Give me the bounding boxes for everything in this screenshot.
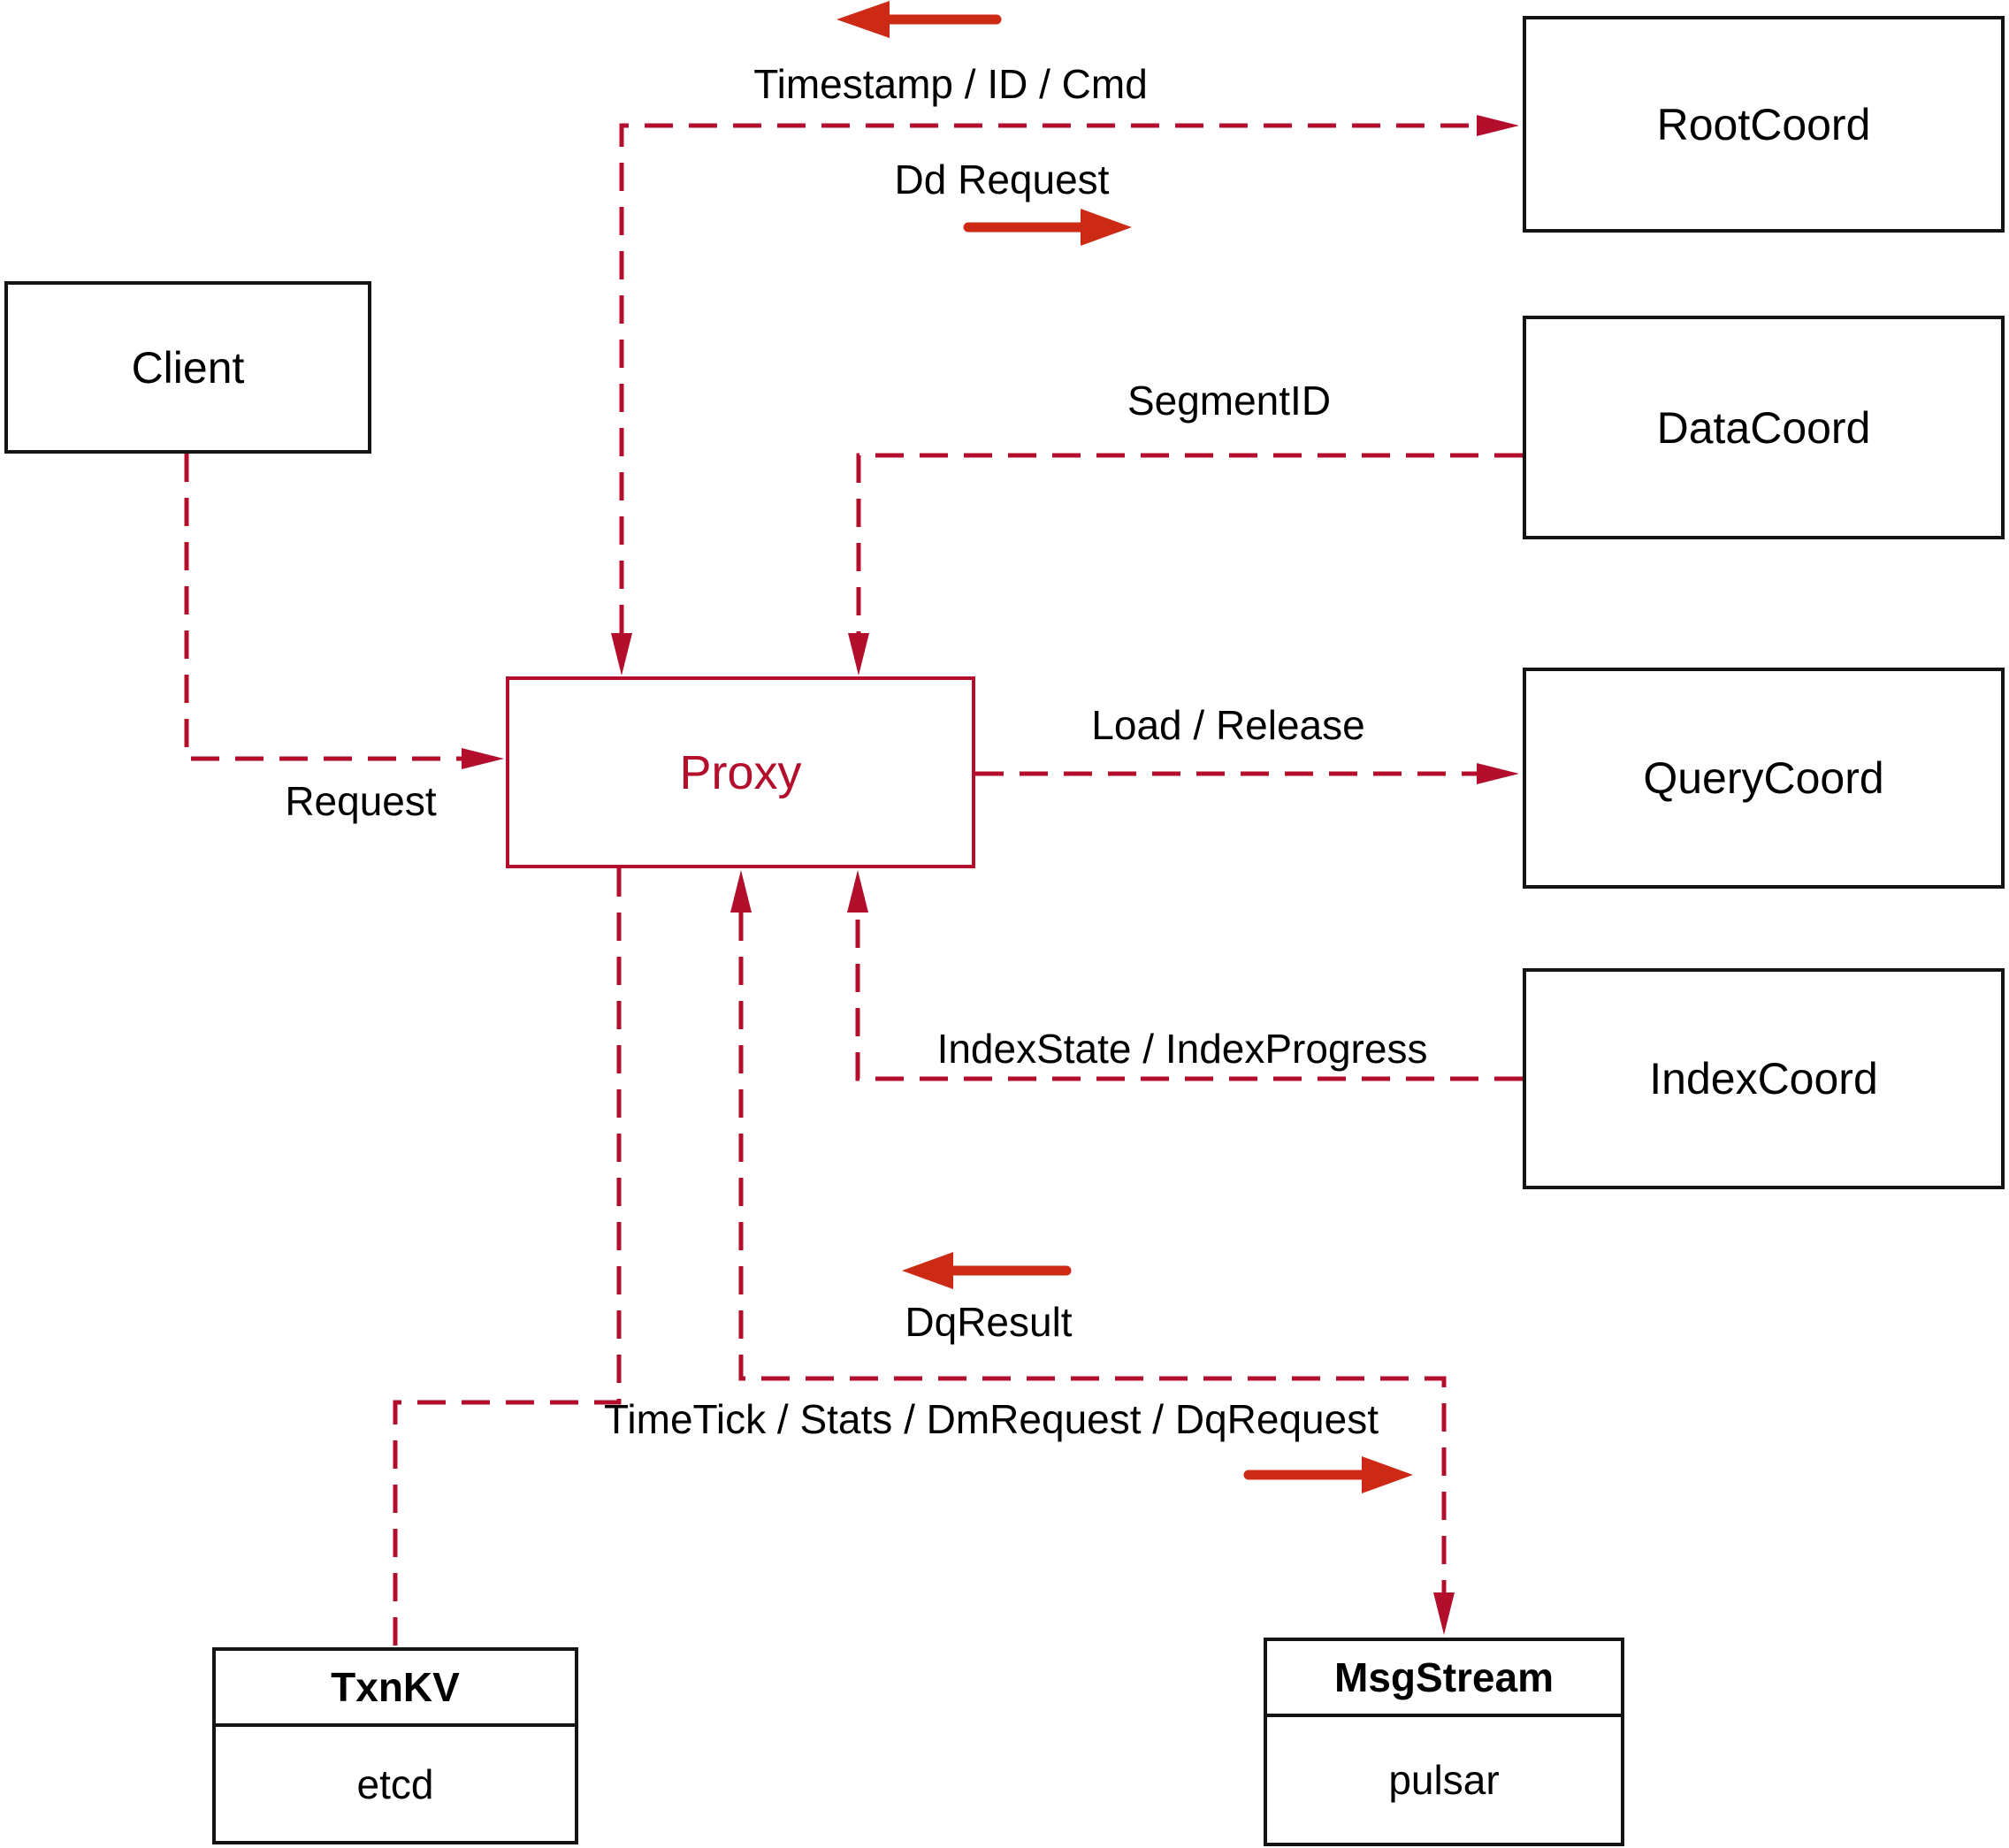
node-indexcoord: IndexCoord	[1523, 968, 2005, 1189]
edge-proxy-rootcoord	[619, 123, 1477, 633]
node-datacoord-label: DataCoord	[1656, 402, 1871, 453]
arrowhead-down-proxy-right	[848, 633, 869, 676]
arrowhead-up-proxy-center	[730, 870, 752, 913]
node-indexcoord-label: IndexCoord	[1649, 1054, 1878, 1103]
arrowhead-into-msgstream	[1433, 1592, 1455, 1635]
node-msgstream-impl: pulsar	[1388, 1757, 1500, 1803]
edge-indexcoord-proxy	[855, 913, 1523, 1081]
edge-label-dqresult: DqResult	[905, 1299, 1073, 1345]
edge-datacoord-proxy	[856, 453, 1523, 633]
node-msgstream: MsgStream pulsar	[1264, 1638, 1624, 1846]
arrow-left-timestamp-icon	[836, 1, 1002, 38]
edge-label-dd-request: Dd Request	[894, 157, 1110, 202]
dashed-arrowheads	[462, 115, 1519, 1635]
node-proxy-label: Proxy	[679, 745, 802, 799]
dashed-connectors	[184, 123, 1523, 1647]
arrowhead-into-querycoord	[1477, 763, 1519, 784]
solid-direction-arrows	[836, 1, 1413, 1493]
node-querycoord-label: QueryCoord	[1643, 753, 1884, 803]
edge-proxy-msgstream	[738, 913, 1447, 1592]
node-rootcoord-label: RootCoord	[1656, 99, 1871, 149]
node-client: Client	[4, 281, 371, 454]
edge-label-timestamp-id-cmd: Timestamp / ID / Cmd	[753, 61, 1148, 107]
edge-label-load-release: Load / Release	[1091, 702, 1365, 748]
node-txnkv-impl: etcd	[356, 1760, 434, 1807]
arrowhead-up-proxy-index	[847, 870, 868, 913]
arrowhead-into-proxy-left	[462, 748, 504, 769]
arrow-right-timetick-icon	[1243, 1456, 1413, 1493]
node-txnkv: TxnKV etcd	[212, 1647, 578, 1844]
node-proxy: Proxy	[506, 676, 975, 868]
arrowhead-down-proxy-left	[611, 633, 632, 676]
arrowhead-into-rootcoord	[1477, 115, 1519, 136]
edge-client-proxy	[184, 454, 462, 761]
node-querycoord: QueryCoord	[1523, 668, 2005, 889]
edge-label-request: Request	[285, 778, 437, 824]
arrow-right-dd-request-icon	[963, 209, 1132, 246]
node-txnkv-title: TxnKV	[216, 1651, 575, 1727]
edge-label-indexstate-indexprogress: IndexState / IndexProgress	[936, 1026, 1428, 1072]
node-datacoord: DataCoord	[1523, 316, 2005, 539]
edge-proxy-txnkv	[393, 868, 622, 1647]
node-msgstream-title: MsgStream	[1267, 1641, 1621, 1717]
arrow-left-dqresult-icon	[902, 1252, 1072, 1289]
edge-label-timetick-stats: TimeTick / Stats / DmRequest / DqRequest	[604, 1396, 1379, 1442]
edge-label-segmentid: SegmentID	[1127, 378, 1332, 424]
node-client-label: Client	[131, 342, 245, 393]
node-rootcoord: RootCoord	[1523, 16, 2005, 233]
